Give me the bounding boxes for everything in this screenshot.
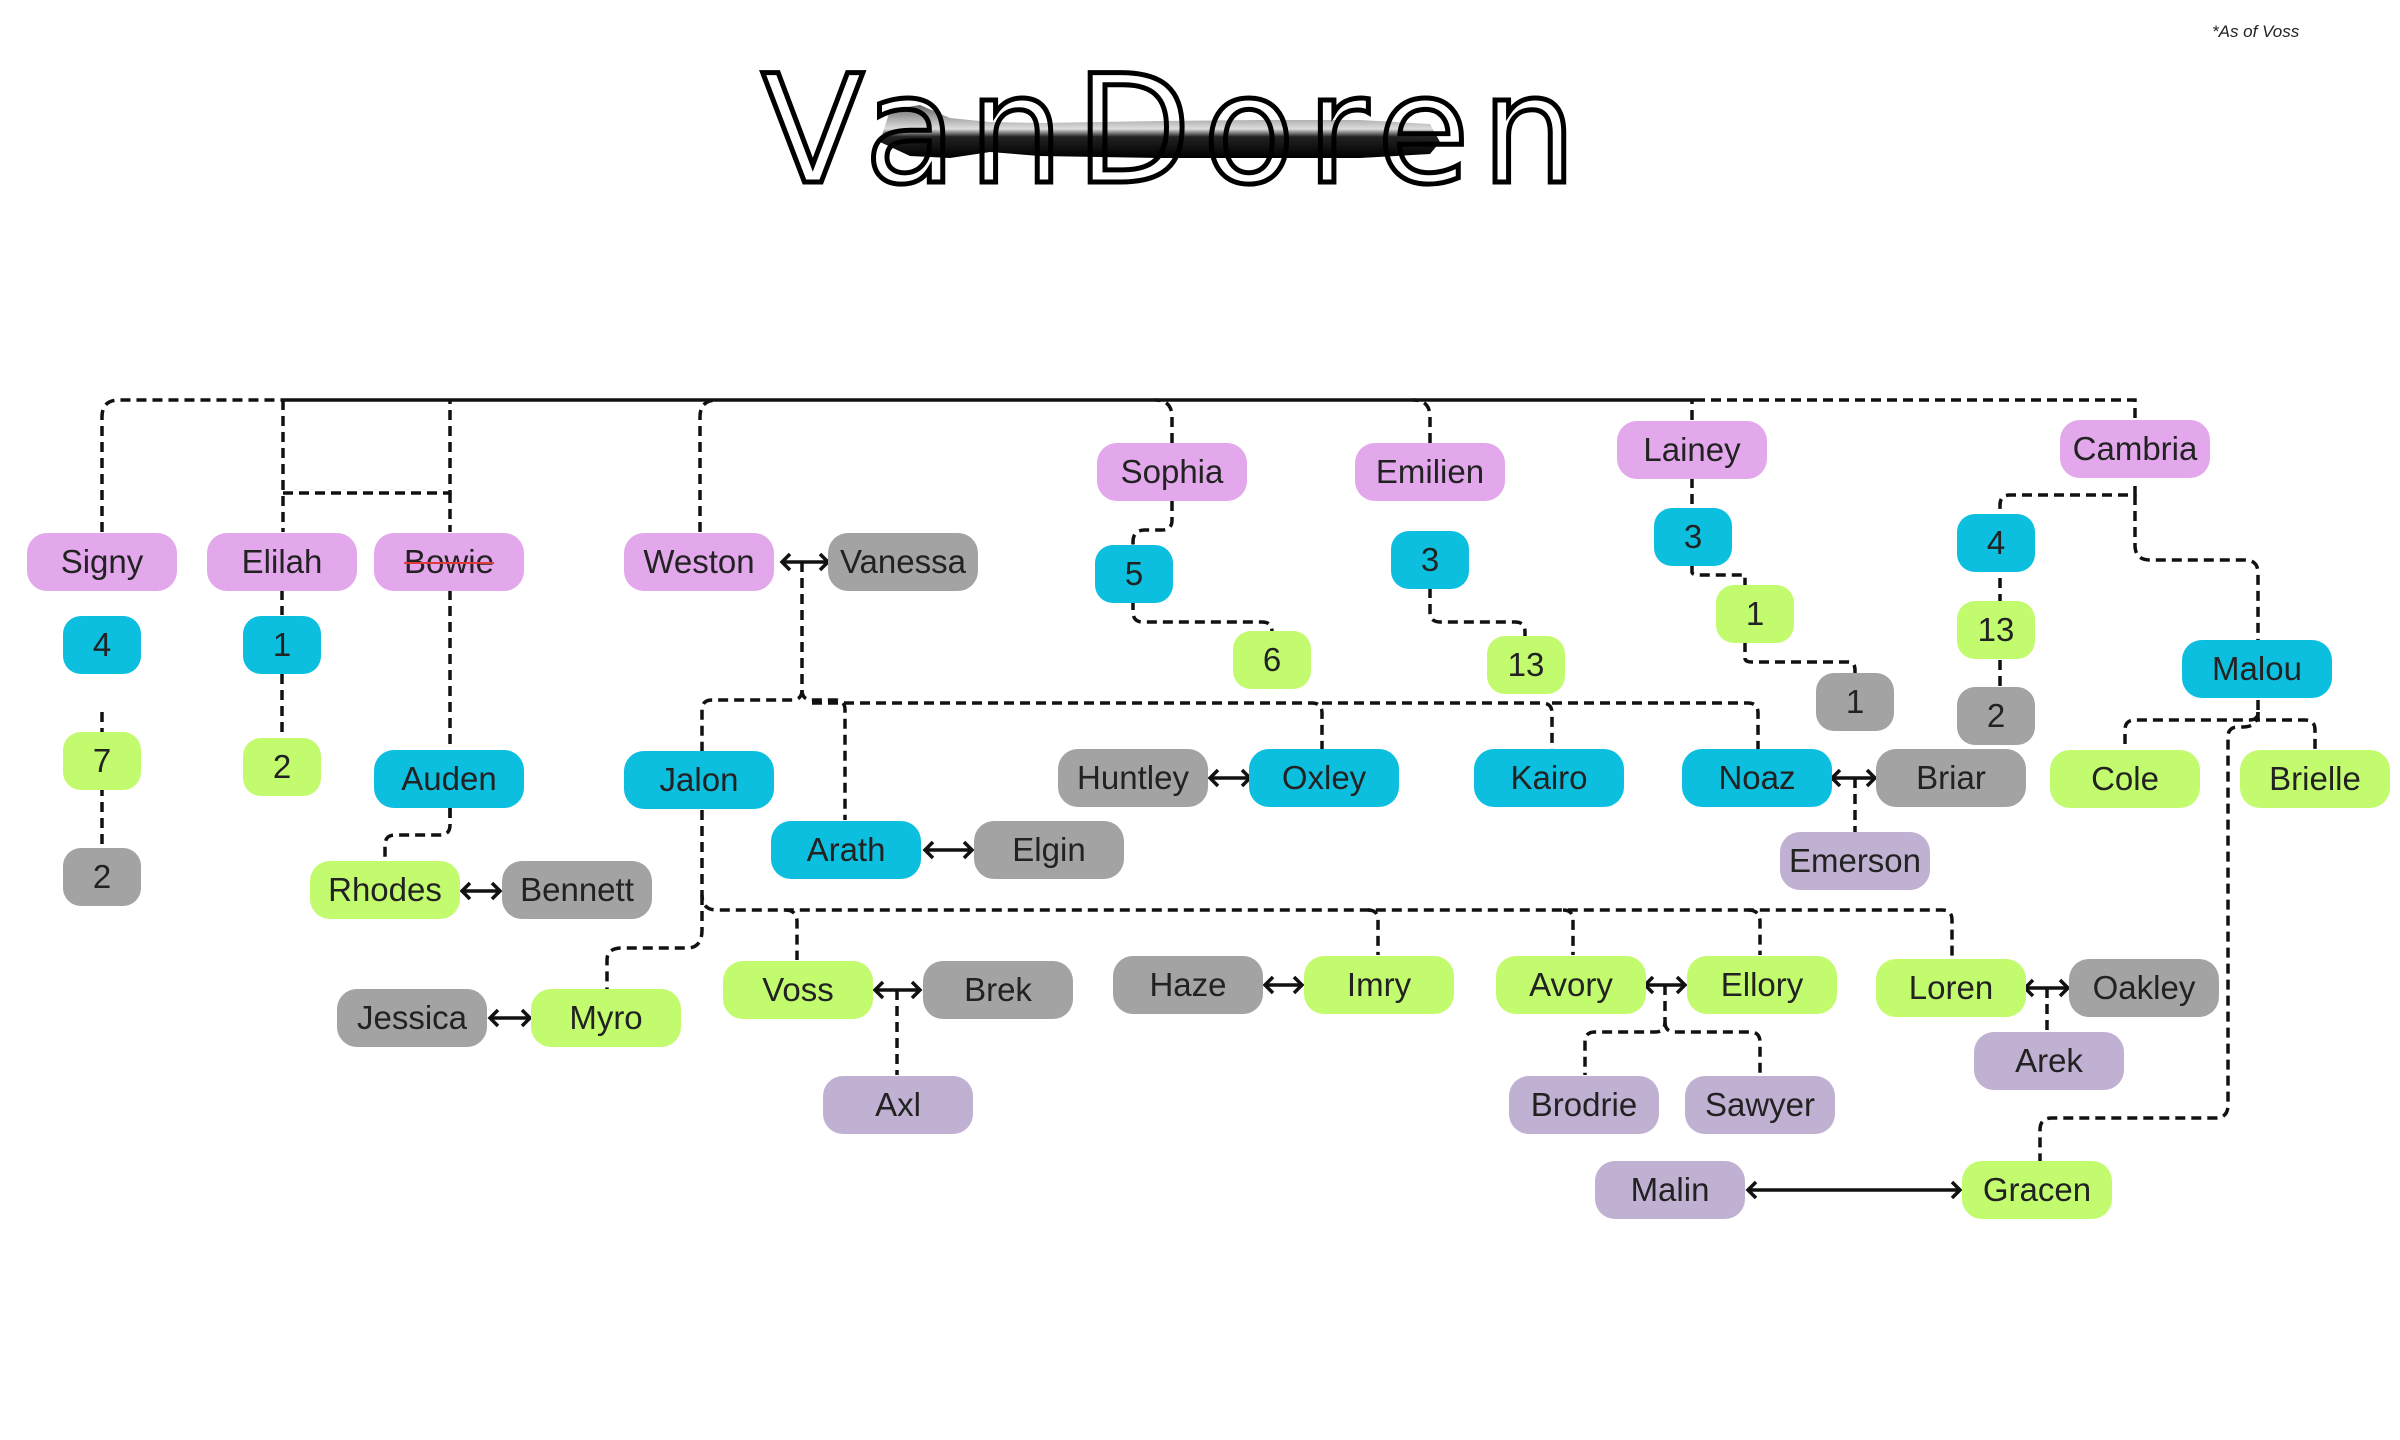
count-cambria-13: 13 bbox=[1957, 601, 2035, 659]
count-elilah-2: 2 bbox=[243, 738, 321, 796]
person-oxley: Oxley bbox=[1249, 749, 1399, 807]
person-emerson: Emerson bbox=[1780, 832, 1930, 890]
count-sophia-5: 5 bbox=[1095, 545, 1173, 603]
person-bennett: Bennett bbox=[502, 861, 652, 919]
person-sophia: Sophia bbox=[1097, 443, 1247, 501]
person-elilah: Elilah bbox=[207, 533, 357, 591]
count-lainey-3: 3 bbox=[1654, 508, 1732, 566]
person-sawyer: Sawyer bbox=[1685, 1076, 1835, 1134]
count-cambria-4: 4 bbox=[1957, 514, 2035, 572]
person-axl: Axl bbox=[823, 1076, 973, 1134]
count-signy-7: 7 bbox=[63, 732, 141, 790]
person-emilien: Emilien bbox=[1355, 443, 1505, 501]
person-kairo: Kairo bbox=[1474, 749, 1624, 807]
person-brielle: Brielle bbox=[2240, 750, 2390, 808]
person-brek: Brek bbox=[923, 961, 1073, 1019]
person-cambria: Cambria bbox=[2060, 420, 2210, 478]
person-brodrie: Brodrie bbox=[1509, 1076, 1659, 1134]
person-rhodes: Rhodes bbox=[310, 861, 460, 919]
person-vanessa: Vanessa bbox=[828, 533, 978, 591]
count-signy-2: 2 bbox=[63, 848, 141, 906]
person-huntley: Huntley bbox=[1058, 749, 1208, 807]
person-oakley: Oakley bbox=[2069, 959, 2219, 1017]
person-ellory: Ellory bbox=[1687, 956, 1837, 1014]
count-lainey-1a: 1 bbox=[1716, 585, 1794, 643]
person-auden: Auden bbox=[374, 750, 524, 808]
person-arath: Arath bbox=[771, 821, 921, 879]
person-haze: Haze bbox=[1113, 956, 1263, 1014]
person-malou: Malou bbox=[2182, 640, 2332, 698]
person-signy: Signy bbox=[27, 533, 177, 591]
svg-text:VanDoren: VanDoren bbox=[762, 50, 1589, 200]
count-lainey-1b: 1 bbox=[1816, 673, 1894, 731]
person-cole: Cole bbox=[2050, 750, 2200, 808]
person-jalon: Jalon bbox=[624, 751, 774, 809]
person-noaz: Noaz bbox=[1682, 749, 1832, 807]
count-emilien-13: 13 bbox=[1487, 636, 1565, 694]
person-elgin: Elgin bbox=[974, 821, 1124, 879]
person-myro: Myro bbox=[531, 989, 681, 1047]
person-arek: Arek bbox=[1974, 1032, 2124, 1090]
note-as-of: *As of Voss bbox=[2212, 22, 2300, 41]
person-lainey: Lainey bbox=[1617, 421, 1767, 479]
title-logo: VanDoren bbox=[740, 42, 1610, 221]
person-jessica: Jessica bbox=[337, 989, 487, 1047]
count-signy-4: 4 bbox=[63, 616, 141, 674]
count-sophia-6: 6 bbox=[1233, 631, 1311, 689]
person-imry: Imry bbox=[1304, 956, 1454, 1014]
person-weston: Weston bbox=[624, 533, 774, 591]
count-elilah-1: 1 bbox=[243, 616, 321, 674]
person-briar: Briar bbox=[1876, 749, 2026, 807]
person-bowie: Bowie bbox=[374, 533, 524, 591]
count-cambria-2: 2 bbox=[1957, 687, 2035, 745]
person-avory: Avory bbox=[1496, 956, 1646, 1014]
pen-nib-icon: VanDoren bbox=[759, 42, 1589, 221]
person-malin: Malin bbox=[1595, 1161, 1745, 1219]
person-voss: Voss bbox=[723, 961, 873, 1019]
person-gracen: Gracen bbox=[1962, 1161, 2112, 1219]
count-emilien-3: 3 bbox=[1391, 531, 1469, 589]
person-loren: Loren bbox=[1876, 959, 2026, 1017]
